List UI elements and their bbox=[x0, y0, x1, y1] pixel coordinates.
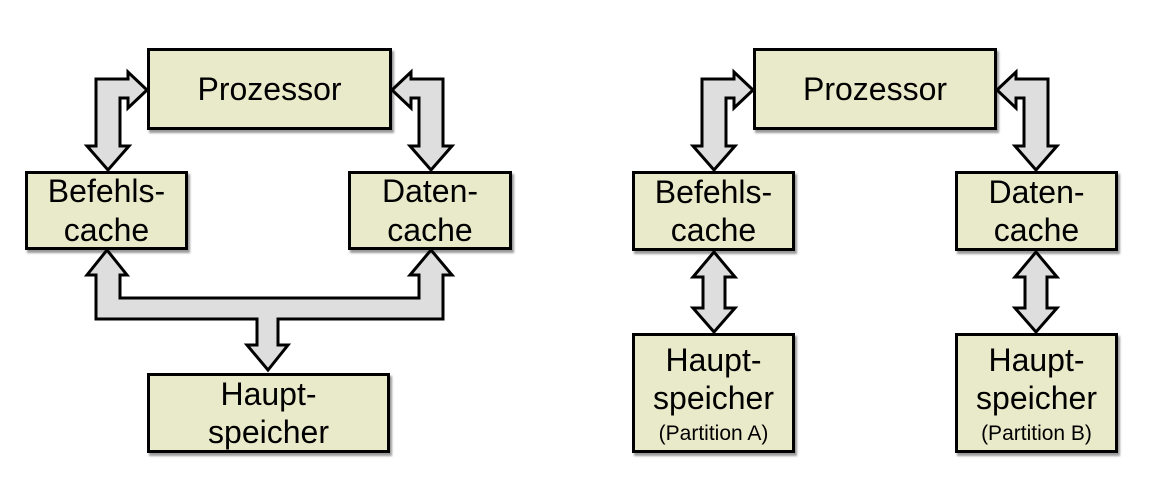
right-main-memory-partition-a-note: (Partition A) bbox=[658, 422, 769, 446]
right-main-memory-partition-b-label: Haupt- speicher bbox=[976, 341, 1097, 416]
left-processor-icache-arrow-icon bbox=[83, 68, 150, 173]
left-instruction-cache-label: Befehls- cache bbox=[47, 173, 166, 248]
left-processor-dcache-arrow-icon bbox=[389, 68, 456, 173]
right-processor-label: Prozessor bbox=[802, 70, 948, 107]
right-main-memory-partition-b-box: Haupt- speicher (Partition B) bbox=[955, 333, 1118, 453]
left-main-memory-box: Haupt- speicher bbox=[147, 373, 390, 453]
left-data-cache-label: Daten- cache bbox=[381, 173, 479, 248]
left-data-cache-box: Daten- cache bbox=[348, 171, 512, 250]
right-dcache-partitionB-arrow-icon bbox=[1011, 249, 1061, 335]
right-main-memory-partition-a-label: Haupt- speicher bbox=[653, 341, 774, 416]
right-instruction-cache-box: Befehls- cache bbox=[632, 171, 795, 251]
right-main-memory-partition-b-note: (Partition B) bbox=[981, 422, 1092, 446]
right-main-memory-partition-a-box: Haupt- speicher (Partition A) bbox=[632, 333, 795, 453]
right-instruction-cache-label: Befehls- cache bbox=[654, 173, 773, 248]
left-processor-box: Prozessor bbox=[147, 48, 392, 130]
right-processor-dcache-arrow-icon bbox=[994, 68, 1061, 173]
left-instruction-cache-box: Befehls- cache bbox=[25, 171, 188, 250]
left-caches-mainmemory-merge-arrow-icon bbox=[83, 247, 456, 373]
right-icache-partitionA-arrow-icon bbox=[689, 249, 739, 335]
right-data-cache-label: Daten- cache bbox=[988, 173, 1085, 248]
right-processor-box: Prozessor bbox=[753, 48, 997, 130]
left-processor-label: Prozessor bbox=[197, 70, 342, 107]
left-main-memory-label: Haupt- speicher bbox=[208, 375, 329, 450]
right-data-cache-box: Daten- cache bbox=[955, 171, 1118, 251]
right-processor-icache-arrow-icon bbox=[689, 68, 756, 173]
